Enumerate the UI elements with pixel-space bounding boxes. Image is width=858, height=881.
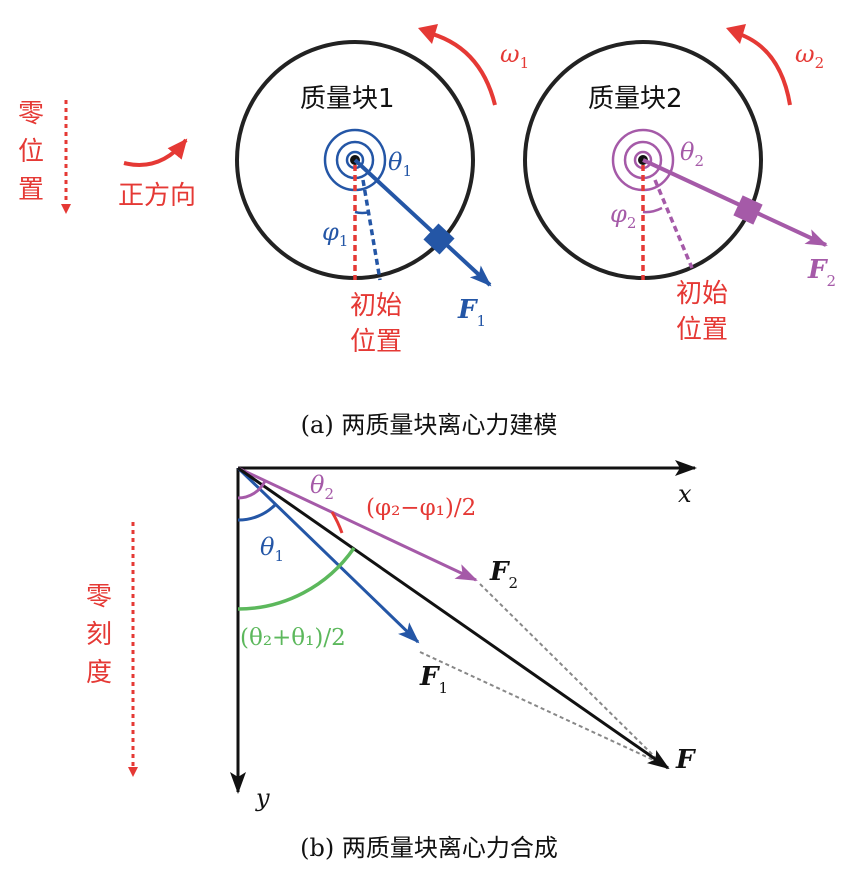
f2-vector [237, 466, 478, 582]
x-axis-label: x [678, 480, 692, 508]
force2-arrow [642, 158, 828, 247]
force2-label: F2 [807, 255, 836, 290]
zero-scale-label: 零 刻 度 [86, 582, 112, 688]
theta1-label: θ1 [388, 148, 412, 180]
resultant-label: F [675, 745, 696, 775]
initial-label-1b: 位置 [350, 327, 402, 357]
theta1-label: θ1 [260, 533, 284, 565]
caption-b: (b) 两质量块离心力合成 [300, 834, 558, 862]
mass1-label: 质量块1 [300, 84, 395, 114]
mass-block-2: 质量块2 ω2 θ2 φ2 F2 初始 位置 [523, 24, 836, 345]
omega2-arrowhead [726, 24, 746, 44]
positive-direction-arrow [123, 138, 188, 167]
phi1-label: φ1 [322, 218, 348, 250]
initial-label-2b: 位置 [676, 315, 728, 345]
zero-char: 零 [18, 99, 44, 129]
positive-direction-label: 正方向 [118, 181, 196, 211]
mass2-label: 质量块2 [588, 84, 683, 114]
y-axis-label: y [255, 784, 270, 812]
force1-label: F1 [457, 295, 486, 330]
theta2-label: θ2 [680, 138, 704, 170]
omega1-arrowhead [418, 24, 438, 44]
mass2-block [733, 195, 763, 225]
zero-char: 零 [86, 582, 112, 612]
panel-b: 零 刻 度 x y θ2 θ1 (φ₂−φ₁)/2 (θ₂+θ₁)/2 F2 F… [86, 460, 697, 862]
phi2-arc [642, 206, 663, 214]
position-char: 位 [18, 137, 44, 167]
initial-label-1a: 初始 [350, 291, 402, 321]
phi1-arc [354, 210, 371, 215]
force1-arrow [353, 158, 492, 287]
mass1-block [423, 223, 455, 255]
scale-char: 刻 [86, 620, 112, 650]
f1-label: F1 [419, 662, 448, 697]
offset-line-2 [653, 179, 694, 269]
parallelogram-dash-1 [479, 583, 663, 765]
zero-position-label: 零 位 置 [18, 99, 44, 205]
omega2-label: ω2 [795, 40, 824, 72]
theta2-label: θ2 [310, 471, 334, 503]
parallelogram-dash-2 [419, 651, 663, 765]
omega1-label: ω1 [500, 40, 529, 72]
diff-angle-arc [330, 511, 344, 534]
sum-angle-label: (θ₂+θ₁)/2 [240, 625, 346, 651]
resultant-vector [237, 466, 670, 770]
diff-angle-label: (φ₂−φ₁)/2 [366, 495, 476, 521]
initial-label-2a: 初始 [676, 279, 728, 309]
degree-char: 度 [86, 658, 112, 688]
omega1-arrow [424, 30, 497, 106]
caption-a: (a) 两质量块离心力建模 [301, 411, 558, 439]
phi2-label: φ2 [610, 200, 636, 232]
mass-block-1: 质量块1 ω1 θ1 φ1 F1 初始 位置 [235, 24, 529, 357]
panel-a: 零 位 置 正方向 质量块1 ω1 θ1 φ1 F1 初始 位置 质量块2 ω2 [18, 24, 836, 439]
offset-line-1 [361, 179, 382, 281]
sum-angle-arc [237, 547, 356, 611]
set-char: 置 [18, 175, 44, 205]
f2-label: F2 [489, 557, 518, 592]
theta2-arc [237, 480, 267, 500]
f1-vector [236, 466, 420, 644]
theta1-arc [237, 503, 277, 522]
